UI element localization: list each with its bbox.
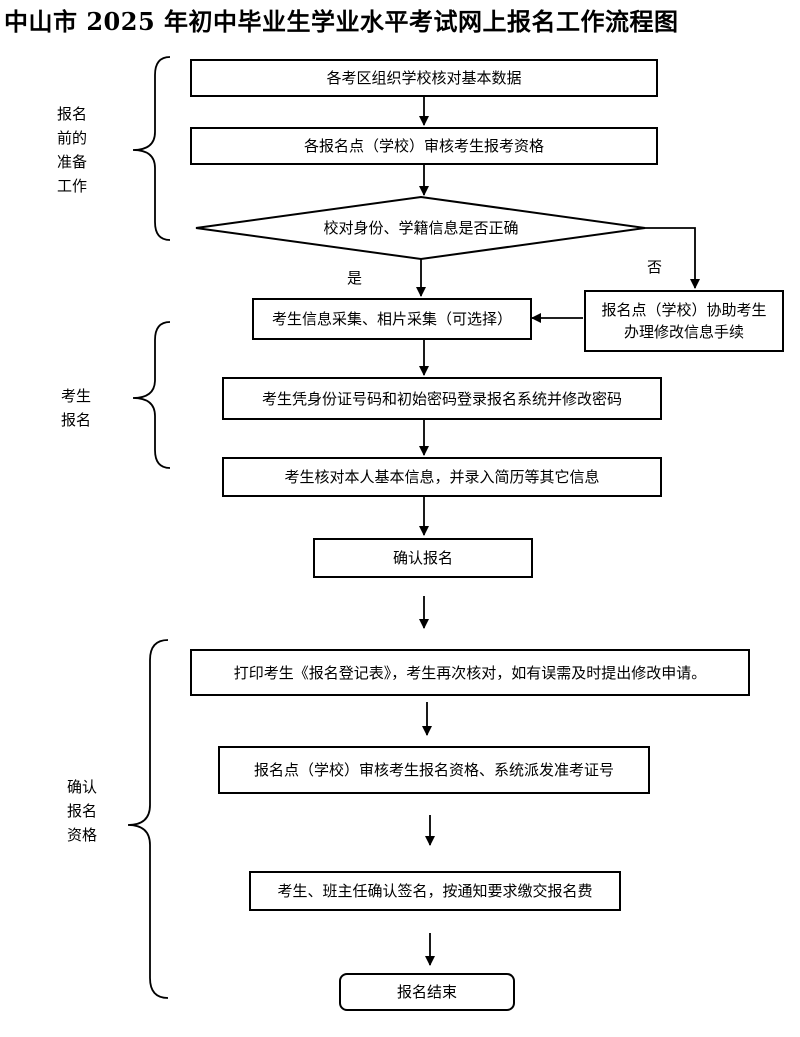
phase-label-register: 考生 报名: [58, 384, 94, 432]
decision-identity-label: 校对身份、学籍信息是否正确: [323, 219, 519, 237]
phase-label-line: 报名: [66, 802, 97, 820]
phase-label-line: 准备: [56, 153, 87, 171]
branch-no-label: 否: [647, 258, 663, 276]
step-verify-personal: 考生核对本人基本信息，并录入简历等其它信息: [222, 457, 662, 497]
page-title: 中山市 2025 年初中毕业生学业水平考试网上报名工作流程图: [4, 7, 679, 36]
step-verify-data: 各考区组织学校核对基本数据: [190, 59, 658, 97]
step-login-system: 考生凭身份证号码和初始密码登录报名系统并修改密码: [222, 377, 662, 420]
step-print-form: 打印考生《报名登记表》，考生再次核对，如有误需及时提出修改申请。: [190, 649, 750, 696]
phase-label-confirm: 确认 报名 资格: [64, 775, 100, 847]
step-sign-pay: 考生、班主任确认签名，按通知要求缴交报名费: [249, 871, 621, 911]
step-end: 报名结束: [339, 973, 515, 1011]
phase-label-line: 资格: [66, 826, 97, 844]
phase-label-line: 报名: [60, 411, 91, 429]
phase-label-line: 考生: [60, 387, 91, 405]
brace-prep: [132, 56, 171, 241]
step-audit-assign: 报名点（学校）审核考生报名资格、系统派发准考证号: [218, 746, 650, 794]
phase-label-line: 报名: [56, 105, 87, 123]
brace-register: [132, 321, 171, 469]
step-collect-info: 考生信息采集、相片采集（可选择）: [252, 298, 532, 340]
step-confirm-registration: 确认报名: [313, 538, 533, 578]
arrow-no: [645, 227, 700, 289]
phase-label-line: 工作: [56, 177, 87, 195]
phase-label-prep: 报名 前的 准备 工作: [54, 102, 90, 198]
brace-confirm: [127, 639, 169, 999]
branch-yes-label: 是: [347, 269, 363, 287]
phase-label-line: 确认: [66, 778, 97, 796]
step-assist-modify: 报名点（学校）协助考生办理修改信息手续: [584, 290, 784, 352]
phase-label-line: 前的: [56, 129, 87, 147]
step-audit-eligibility: 各报名点（学校）审核考生报考资格: [190, 127, 658, 165]
